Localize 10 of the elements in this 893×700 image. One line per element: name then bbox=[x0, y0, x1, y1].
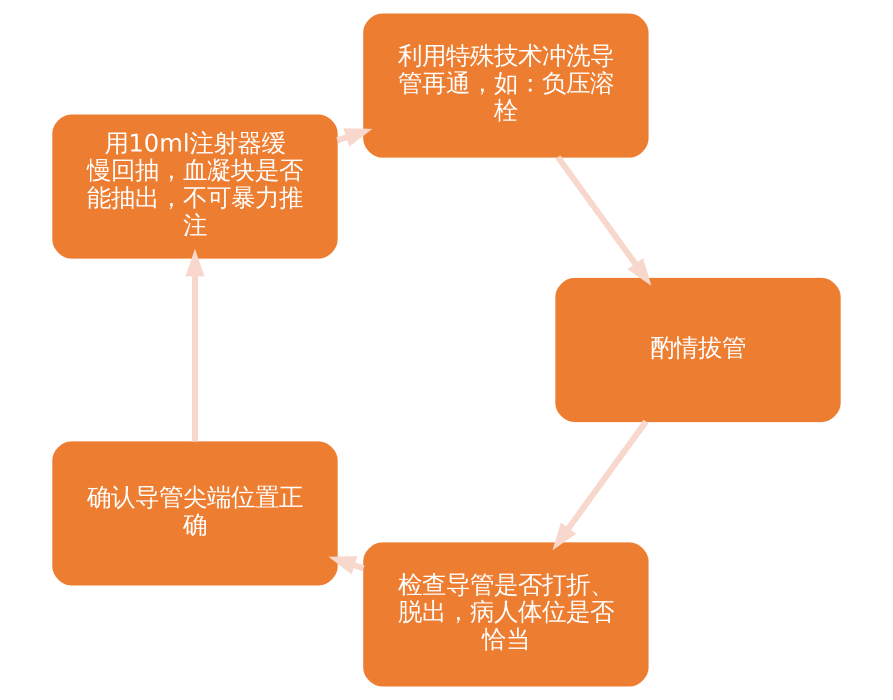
arrow bbox=[185, 248, 205, 442]
arrow bbox=[552, 420, 648, 550]
node-box: 检查导管是否打折、脱出，病人体位是否恰当 bbox=[363, 542, 649, 687]
node-box: 用10ml注射器缓慢回抽，血凝块是否能抽出，不可暴力推注 bbox=[52, 114, 338, 259]
node-box: 利用特殊技术冲洗导管再通，如：负压溶栓 bbox=[363, 13, 649, 158]
arrow bbox=[328, 556, 365, 574]
arrow bbox=[336, 128, 372, 146]
arrow bbox=[555, 155, 652, 286]
node-box: 确认导管尖端位置正确 bbox=[52, 441, 338, 586]
node-box: 酌情拔管 bbox=[555, 278, 841, 422]
